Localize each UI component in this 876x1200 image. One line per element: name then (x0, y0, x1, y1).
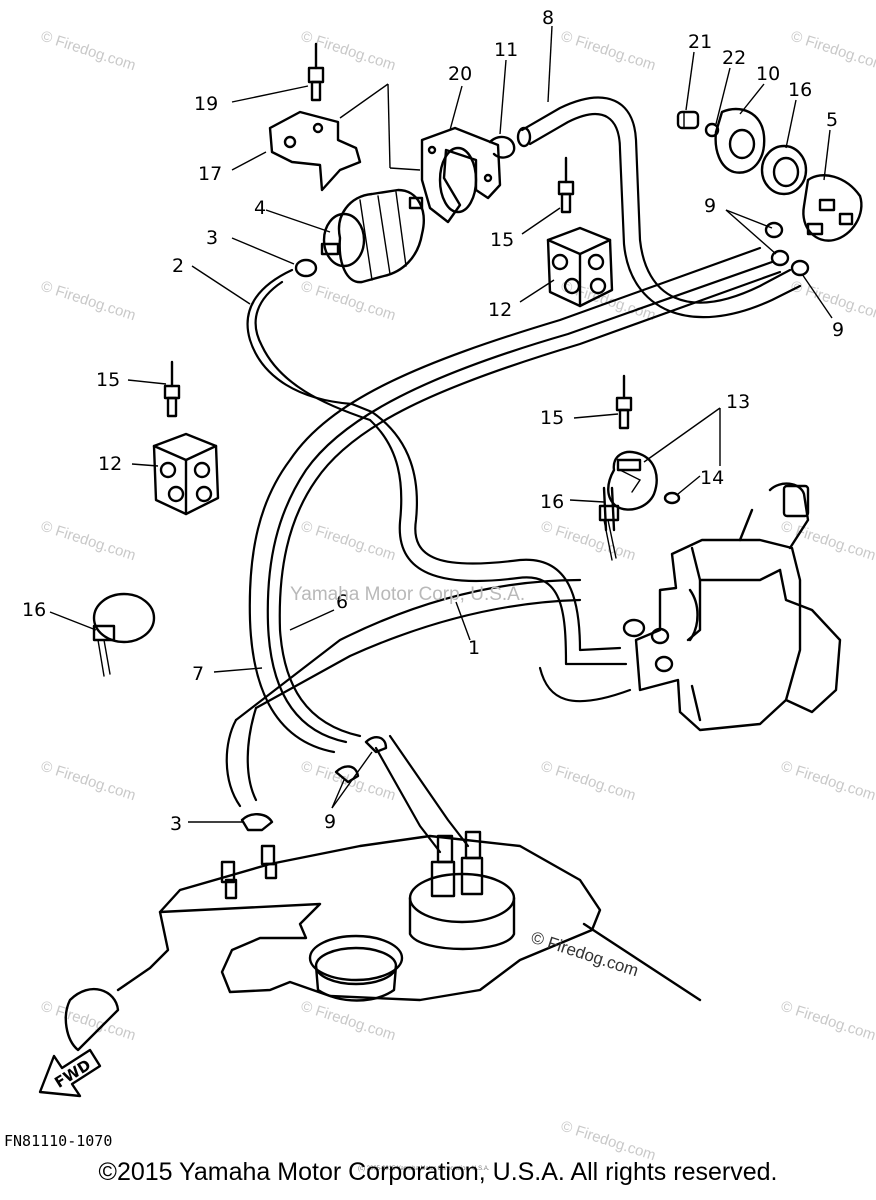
hose-holder-12-left (152, 432, 220, 516)
bolt-18 (307, 42, 325, 102)
hose-7 (248, 246, 774, 754)
bg-watermark: © Firedog.com (789, 278, 876, 325)
hose-down-b (388, 734, 470, 848)
callout-19: 20 (448, 63, 472, 85)
clamp-9-c (790, 259, 810, 277)
callout-5: 5 (826, 109, 838, 131)
bolt-15-top (557, 156, 575, 214)
callout-9-top: 9 (704, 195, 716, 217)
copyright-notice: ©2015 Yamaha Motor Corporation, U.S.A. A… (98, 1158, 778, 1186)
screw-21 (676, 110, 700, 130)
callout-1: 1 (468, 637, 480, 659)
callout-21: 21 (688, 31, 712, 53)
clamp-9-lower-b (364, 736, 388, 754)
bolt-15-left (163, 360, 181, 418)
callout-numbers: 19 17 4 3 2 20 11 8 15 12 21 22 10 16 5 … (22, 7, 844, 835)
faint-copyright: (c) 2005-2015 Yamaha Motor Corporation, … (358, 1166, 490, 1172)
callout-9-bottom: 9 (324, 811, 336, 833)
bg-watermark: © Firedog.com (299, 518, 398, 565)
bg-watermark: © Firedog.com (559, 278, 658, 325)
bg-watermark: © Firedog.com (539, 758, 638, 805)
bracket-19 (420, 126, 502, 224)
bg-watermark: © Firedog.com (539, 518, 638, 565)
clamp-9-a (764, 221, 784, 239)
bg-watermark: © Firedog.com (39, 28, 138, 75)
callout-15-top: 15 (490, 229, 514, 251)
callout-8-top: 8 (542, 7, 554, 29)
callout-2: 2 (172, 255, 184, 277)
bg-watermark: © Firedog.com (39, 278, 138, 325)
callout-3-bottom: 3 (170, 813, 182, 835)
bg-watermark: © Firedog.com (39, 758, 138, 805)
hose-1 (225, 578, 632, 808)
fuel-tank (64, 830, 702, 1052)
leader-lines (49, 25, 833, 823)
bg-watermark: © Firedog.com (299, 278, 398, 325)
hose-down-a (374, 746, 442, 854)
hose-8-top (516, 96, 802, 319)
callout-12-top: 12 (488, 299, 512, 321)
bg-watermark: © Firedog.com (39, 998, 138, 1045)
bracket-17 (268, 110, 362, 192)
callout-3-top: 3 (206, 227, 218, 249)
callout-6: 6 (336, 591, 348, 613)
callout-9-right: 9 (832, 319, 844, 341)
clamp-9-lower-a (334, 765, 360, 784)
nut-14 (663, 491, 681, 505)
callout-16-right: 16 (540, 491, 564, 513)
washer-22 (704, 122, 720, 138)
bg-watermark: © Firedog.com (789, 28, 876, 75)
cable-tie-16-right (598, 486, 620, 561)
carburetor (622, 482, 842, 732)
hose-6 (278, 270, 782, 738)
bg-watermark: © Firedog.com (779, 758, 876, 805)
bg-watermark: © Firedog.com (299, 998, 398, 1045)
yamaha-watermark: Yamaha Motor Corp, U.S.A. (290, 584, 525, 605)
bolt-15-right (615, 374, 633, 430)
callout-16-left: 16 (22, 599, 46, 621)
cover-10 (714, 107, 766, 174)
clamp-9-b (770, 249, 790, 267)
bg-watermark: © Firedog.com (779, 998, 876, 1045)
clamp-3-bottom (240, 813, 274, 832)
callout-10: 10 (756, 63, 780, 85)
callout-15-right: 15 (540, 407, 564, 429)
fwd-arrow: FWD (38, 1048, 102, 1098)
callout-13: 13 (726, 391, 750, 413)
fuel-filter-4 (320, 188, 425, 284)
gasket-20 (760, 144, 808, 196)
clip-11 (488, 135, 516, 159)
callout-15-left: 15 (96, 369, 120, 391)
callout-7: 7 (192, 663, 204, 685)
callout-4: 4 (254, 197, 266, 219)
hose-holder-12-top (546, 226, 614, 308)
fuel-pump-5 (802, 174, 863, 242)
callout-20: 16 (788, 79, 812, 101)
callout-14: 14 (700, 467, 724, 489)
callout-18: 19 (194, 93, 218, 115)
bg-watermark: © Firedog.com (559, 28, 658, 75)
bg-watermark: © Firedog.com (39, 518, 138, 565)
firedog-watermark: © Firedog.com (529, 928, 641, 981)
callout-22: 22 (722, 47, 746, 69)
callout-11: 11 (494, 39, 518, 61)
callout-12-left: 12 (98, 453, 122, 475)
callout-17: 17 (198, 163, 222, 185)
hose-2 (246, 268, 628, 666)
clamp-13 (607, 450, 658, 511)
cable-tie-16-left (92, 592, 156, 677)
figure-code: FN81110-1070 (4, 1132, 112, 1150)
clamp-3-top (294, 258, 318, 278)
